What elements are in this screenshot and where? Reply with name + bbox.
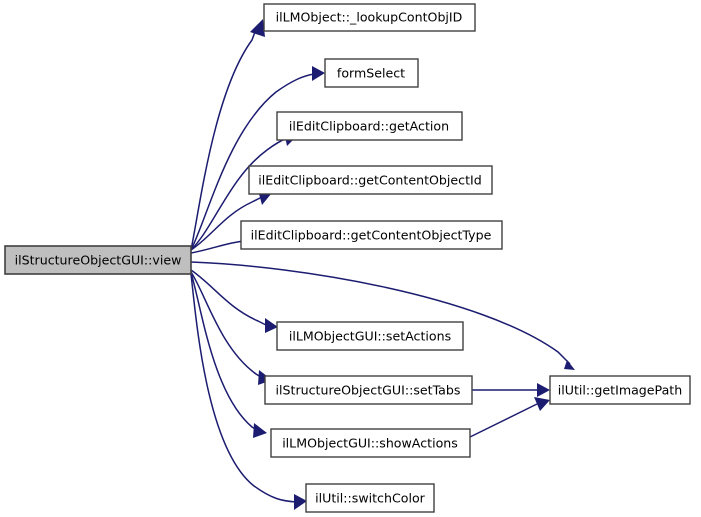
- arrowhead-icon: [250, 19, 265, 37]
- node-label: ilLMObjectGUI::showActions: [282, 436, 458, 451]
- edge-view-to-showActions: [190, 272, 267, 438]
- node-label: ilLMObjectGUI::setActions: [289, 329, 451, 344]
- edge-line: [190, 73, 315, 251]
- edge-view-to-switchColor: [190, 273, 307, 510]
- arrowhead-icon: [294, 494, 307, 510]
- edge-view-to-setActions: [190, 269, 278, 333]
- edge-line: [190, 28, 257, 251]
- node-box[interactable]: [4, 245, 192, 275]
- arrowhead-icon: [564, 360, 575, 370]
- node-box[interactable]: [270, 428, 471, 458]
- node-label: ilStructureObjectGUI::view: [15, 253, 182, 268]
- node-box[interactable]: [240, 220, 503, 250]
- edge-line: [190, 261, 571, 365]
- arrowhead-icon: [265, 318, 278, 333]
- edge-line: [469, 403, 538, 438]
- node-label: formSelect: [337, 66, 405, 81]
- edge-showActions-to-getImagePath: [469, 397, 550, 438]
- node-getContentObjectType[interactable]: ilEditClipboard::getContentObjectType: [240, 220, 503, 250]
- node-label: ilLMObject::_lookupContObjID: [276, 10, 463, 25]
- node-box[interactable]: [276, 111, 463, 141]
- edge-line: [190, 240, 244, 254]
- node-layer: ilStructureObjectGUI::view ilLMObject::_…: [4, 3, 691, 513]
- node-box[interactable]: [549, 375, 691, 405]
- arrowhead-icon: [534, 397, 550, 411]
- edge-line: [190, 272, 261, 433]
- node-showActions[interactable]: ilLMObjectGUI::showActions: [270, 428, 471, 458]
- node-getImagePath[interactable]: ilUtil::getImagePath: [549, 375, 691, 405]
- node-label: ilUtil::switchColor: [315, 491, 426, 506]
- node-getContentObjectId[interactable]: ilEditClipboard::getContentObjectId: [248, 165, 493, 195]
- arrowhead-icon: [312, 66, 325, 81]
- edge-line: [190, 196, 263, 251]
- arrowhead-icon: [537, 383, 550, 397]
- edge-line: [190, 137, 288, 251]
- arrowhead-icon: [253, 423, 267, 438]
- node-setActions[interactable]: ilLMObjectGUI::setActions: [276, 321, 464, 351]
- node-label: ilStructureObjectGUI::setTabs: [276, 383, 461, 398]
- edge-view-to-lookupContObjID: [190, 19, 265, 251]
- edge-view-to-formSelect: [190, 66, 325, 251]
- edge-line: [190, 273, 297, 503]
- node-label: ilEditClipboard::getContentObjectId: [258, 173, 482, 188]
- edge-line: [190, 271, 265, 380]
- node-box[interactable]: [276, 321, 464, 351]
- node-label: ilEditClipboard::getContentObjectType: [251, 228, 492, 243]
- node-box[interactable]: [305, 483, 435, 513]
- node-view[interactable]: ilStructureObjectGUI::view: [4, 245, 192, 275]
- node-formSelect[interactable]: formSelect: [324, 58, 419, 88]
- node-label: ilUtil::getImagePath: [558, 383, 682, 398]
- edge-view-to-getImagePath: [190, 261, 575, 370]
- node-box[interactable]: [324, 58, 419, 88]
- edge-setTabs-to-getImagePath: [472, 383, 550, 397]
- node-label: ilEditClipboard::getAction: [289, 119, 449, 134]
- edge-line: [190, 269, 269, 327]
- node-switchColor[interactable]: ilUtil::switchColor: [305, 483, 435, 513]
- node-box[interactable]: [264, 375, 473, 405]
- node-box[interactable]: [248, 165, 493, 195]
- node-lookupContObjID[interactable]: ilLMObject::_lookupContObjID: [263, 3, 476, 32]
- node-getAction[interactable]: ilEditClipboard::getAction: [276, 111, 463, 141]
- node-box[interactable]: [263, 3, 476, 32]
- node-setTabs[interactable]: ilStructureObjectGUI::setTabs: [264, 375, 473, 405]
